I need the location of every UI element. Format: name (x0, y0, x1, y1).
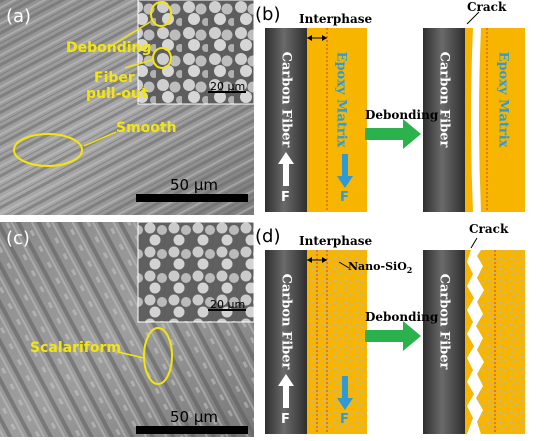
panel-b-schematic (265, 11, 525, 212)
panel-b-force-left: F (281, 190, 290, 205)
process-arrow-b (365, 119, 421, 149)
panel-c-main-scale: 50 μm (170, 408, 219, 426)
label-scalariform: Scalariform (30, 340, 121, 356)
panel-a-letter: (a) (6, 6, 32, 27)
panel-b-matrix-label: Epoxy Matrix (333, 51, 349, 148)
panel-a-inset-scale: 20 μm (210, 80, 246, 93)
panel-d-letter: (d) (255, 226, 281, 247)
panel-c-inset (137, 221, 255, 323)
panel-d-interphase-label: Interphase (299, 234, 373, 248)
smooth-ellipse (13, 133, 83, 167)
panel-b: (b) Interphase Crack Carbon Fiber Epoxy … (255, 0, 550, 215)
panel-d-schematic (265, 237, 525, 434)
matrix-after-d (476, 250, 525, 434)
panel-b-force-right: F (340, 190, 349, 205)
panel-d-debonding-label: Debonding (365, 310, 439, 324)
panel-b-matrix-after-label: Epoxy Matrix (495, 51, 511, 148)
panel-b-fiber-label: Carbon Fiber (278, 51, 294, 148)
panel-a-scale-bar (136, 194, 248, 202)
panel-b-debonding-label: Debonding (365, 108, 439, 122)
matrix-after (479, 28, 525, 212)
panel-b-interphase-label: Interphase (299, 12, 373, 26)
nano-label-sub: 2 (406, 265, 413, 276)
panel-a: (a) Debonding Fiber pull-out Smooth 20 μ… (0, 0, 255, 215)
label-fiber: Fiber (94, 70, 135, 86)
panel-d-crack-label: Crack (469, 222, 509, 236)
panel-a-sem-image (0, 0, 255, 215)
force-arrow-up (278, 152, 294, 186)
panel-c-inset-scale: 20 μm (210, 298, 246, 311)
panel-b-letter: (b) (255, 4, 281, 25)
panel-b-fiber-after-label: Carbon Fiber (436, 51, 452, 148)
matrix-before-d (307, 250, 367, 434)
label-smooth: Smooth (116, 120, 177, 136)
panel-a-main-scale: 50 μm (170, 176, 219, 194)
panel-c: (c) Scalariform 20 μm 50 μm (0, 221, 255, 437)
panel-c-scale-bar (136, 426, 248, 434)
nano-label-text: Nano-SiO (348, 260, 407, 273)
panel-b-crack-label: Crack (467, 0, 507, 14)
force-arrow-down (337, 154, 353, 188)
panel-d-force-right: F (340, 412, 349, 427)
matrix-before (307, 28, 367, 212)
debonding-circle (150, 1, 172, 27)
interphase-remnant (465, 28, 473, 212)
panel-d-fiber-after-label: Carbon Fiber (436, 273, 452, 370)
scalariform-ellipse (143, 327, 173, 385)
panel-c-sem-image (0, 221, 255, 437)
process-arrow-d (365, 321, 421, 351)
force-arrow-up-d (278, 374, 294, 408)
label-debonding: Debonding (66, 40, 152, 56)
interphase-remnant-d (465, 250, 474, 434)
fiber-after (423, 28, 465, 212)
label-pullout: pull-out (86, 86, 148, 102)
fiber-after-d (423, 250, 465, 434)
panel-a-inset (137, 0, 255, 105)
force-arrow-down-d (337, 376, 353, 410)
panel-d-fiber-label: Carbon Fiber (278, 273, 294, 370)
panel-d: (d) Interphase Nano-SiO2 Crack Carbon Fi… (255, 222, 550, 437)
pullout-circle (152, 47, 172, 69)
panel-c-letter: (c) (6, 228, 30, 249)
panel-d-nano-label: Nano-SiO2 (348, 260, 412, 275)
panel-d-force-left: F (281, 412, 290, 427)
